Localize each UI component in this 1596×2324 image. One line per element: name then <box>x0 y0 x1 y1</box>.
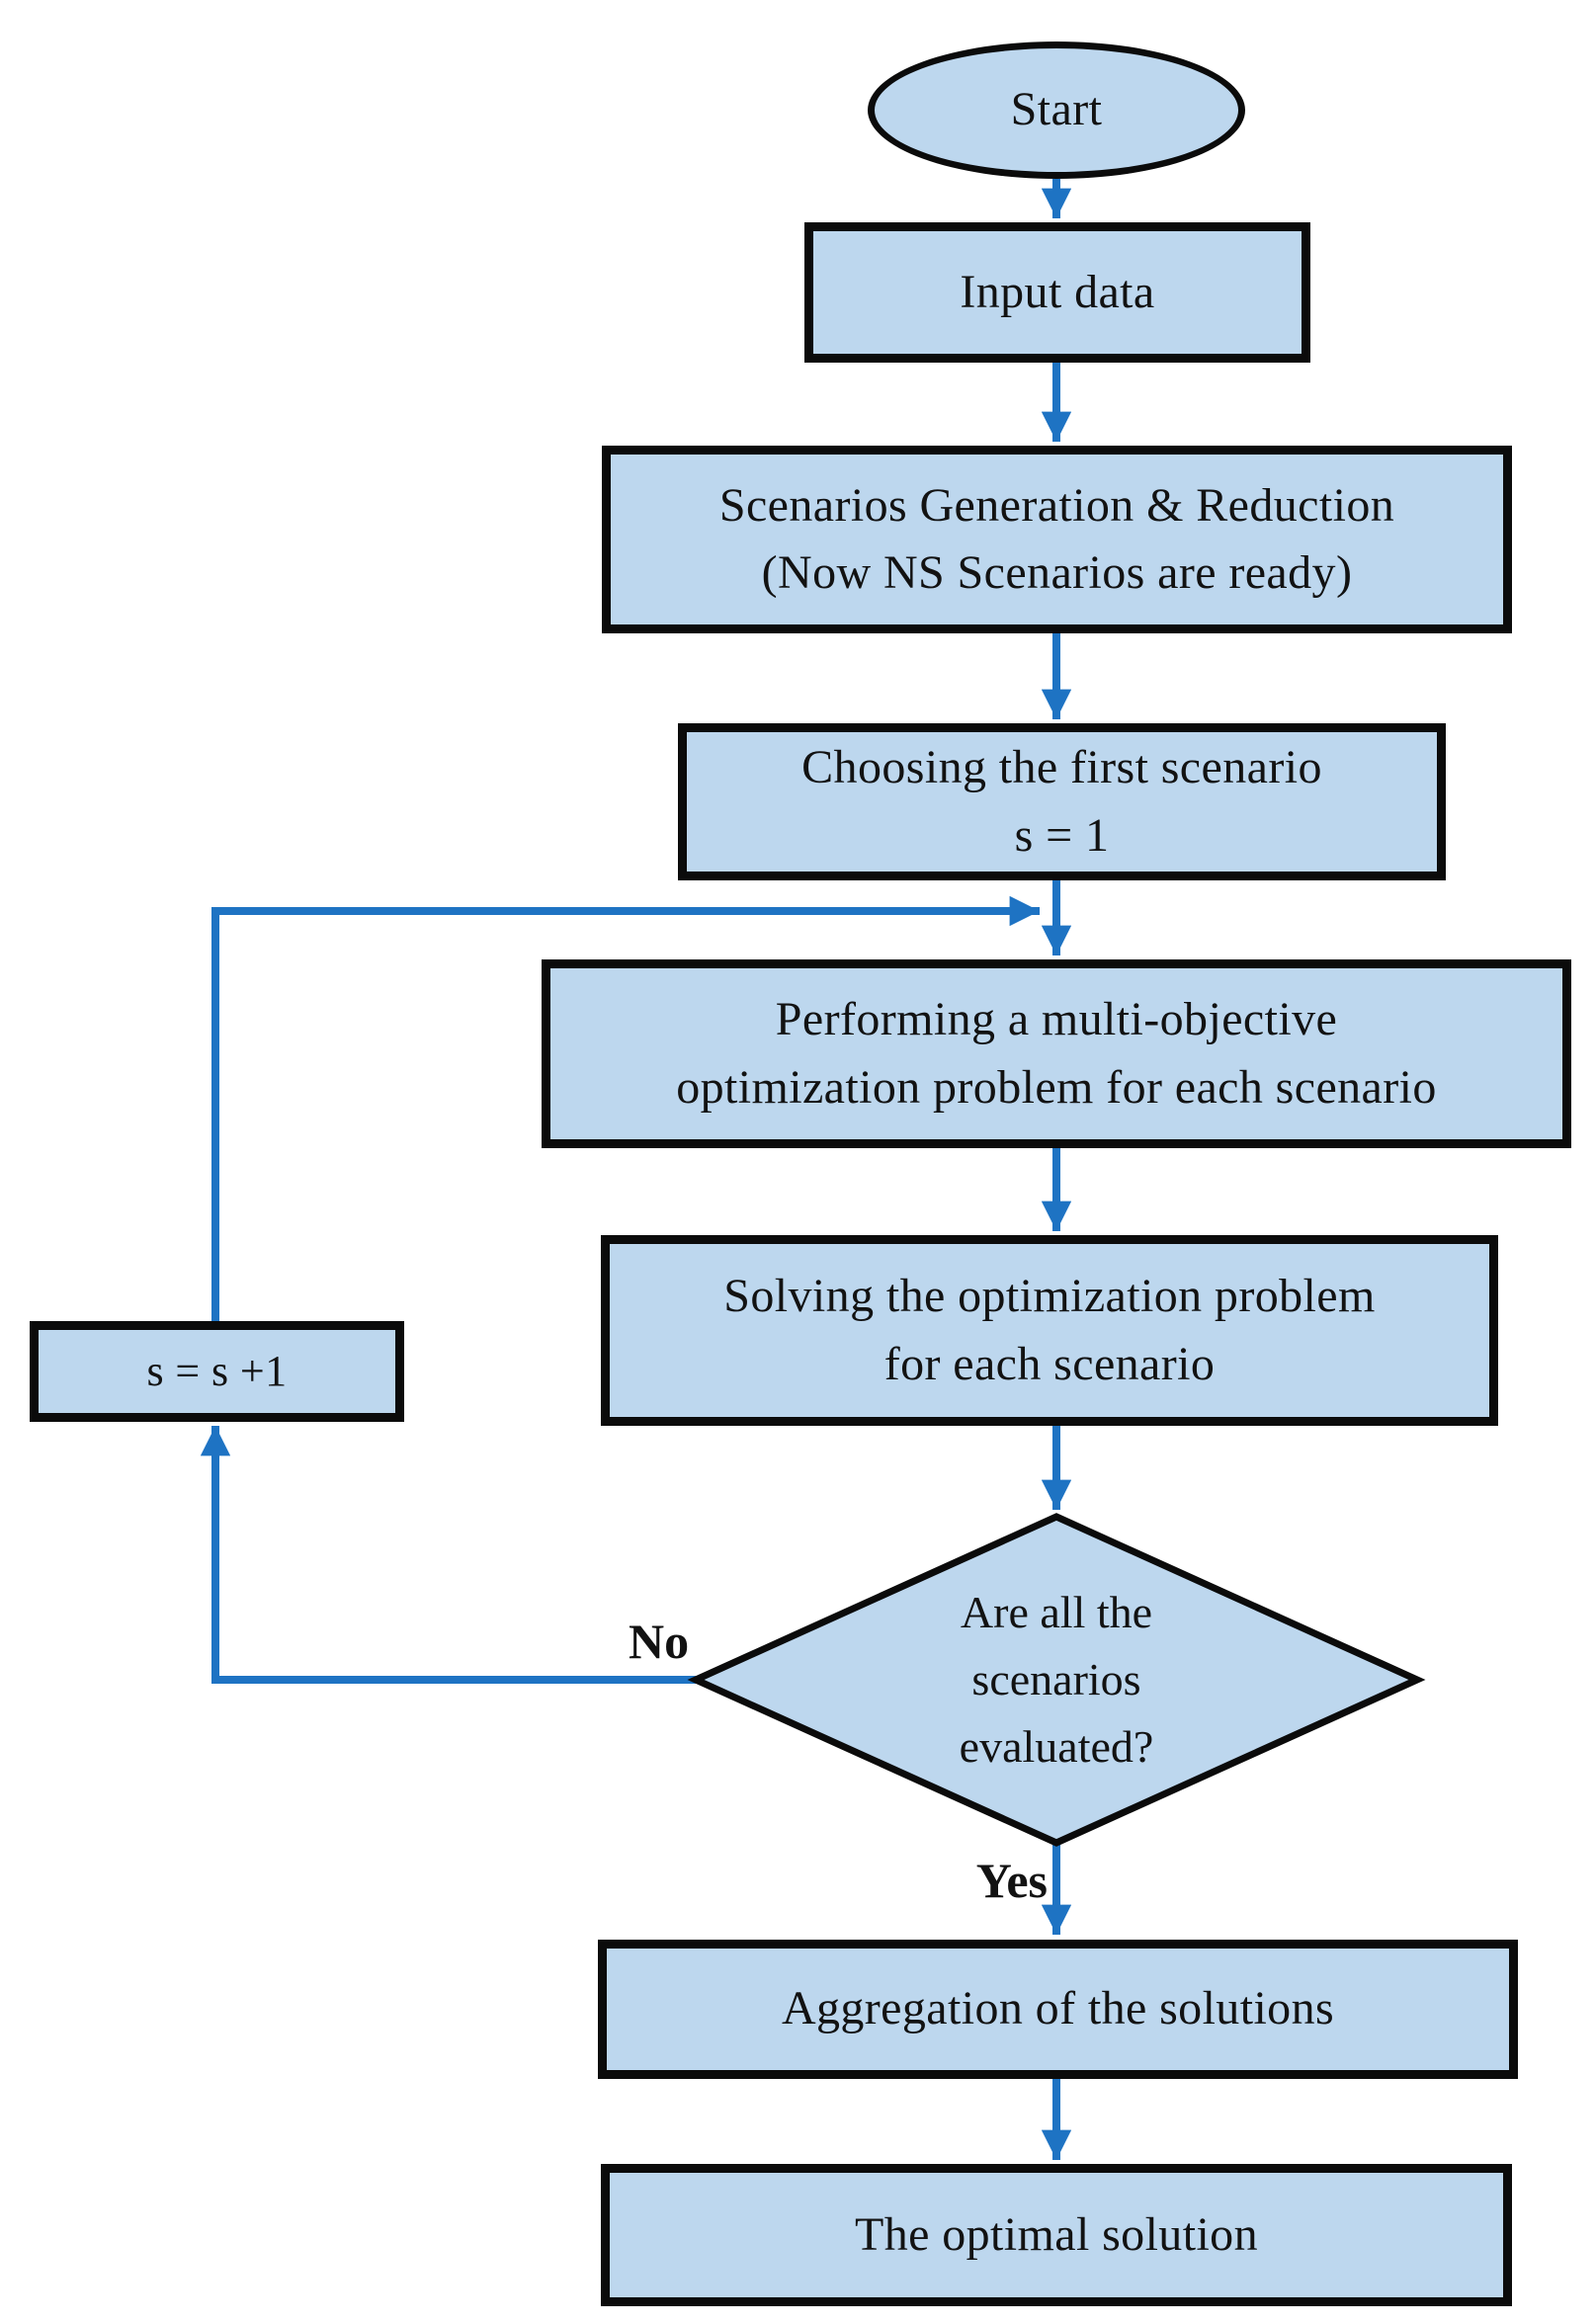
decision-diamond-shape <box>687 1513 1426 1847</box>
node-choosing-first-scenario: Choosing the first scenario s = 1 <box>678 723 1446 880</box>
node-input-data: Input data <box>804 222 1310 363</box>
node-increment-scenario: s = s +1 <box>30 1321 404 1422</box>
node-performing-optimization: Performing a multi-objective optimizatio… <box>542 959 1571 1148</box>
node-decision-text: Are all the scenarios evaluated? <box>859 1544 1254 1815</box>
node-choosing-line1: Choosing the first scenario <box>801 741 1322 794</box>
node-solving-line2: for each scenario <box>883 1337 1216 1390</box>
node-decision-line2: scenarios <box>971 1653 1141 1704</box>
node-start-label: Start <box>1010 83 1103 136</box>
node-decision-line3: evaluated? <box>959 1721 1154 1773</box>
node-start: Start <box>868 42 1245 179</box>
node-decision-line1: Are all the <box>960 1586 1153 1637</box>
node-input-data-label: Input data <box>960 265 1155 318</box>
node-solving-line1: Solving the optimization problem <box>723 1270 1376 1323</box>
edge-label-yes: Yes <box>975 1853 1048 1908</box>
node-aggregation: Aggregation of the solutions <box>598 1940 1518 2079</box>
node-optimal-solution: The optimal solution <box>601 2164 1512 2306</box>
node-performing-line1: Performing a multi-objective <box>775 993 1338 1046</box>
node-performing-line2: optimization problem for each scenario <box>676 1060 1437 1114</box>
edge-label-no: No <box>629 1614 690 1669</box>
node-scenarios-line2: (Now NS Scenarios are ready) <box>761 546 1353 599</box>
node-optimal-label: The optimal solution <box>855 2207 1258 2261</box>
node-choosing-line2: s = 1 <box>1014 808 1110 862</box>
node-solving-optimization: Solving the optimization problem for eac… <box>601 1235 1498 1426</box>
node-increment-label: s = s +1 <box>146 1346 288 1395</box>
node-scenarios-generation: Scenarios Generation & Reduction (Now NS… <box>602 446 1512 633</box>
node-scenarios-line1: Scenarios Generation & Reduction <box>718 478 1395 532</box>
node-aggregation-label: Aggregation of the solutions <box>781 1982 1335 2035</box>
